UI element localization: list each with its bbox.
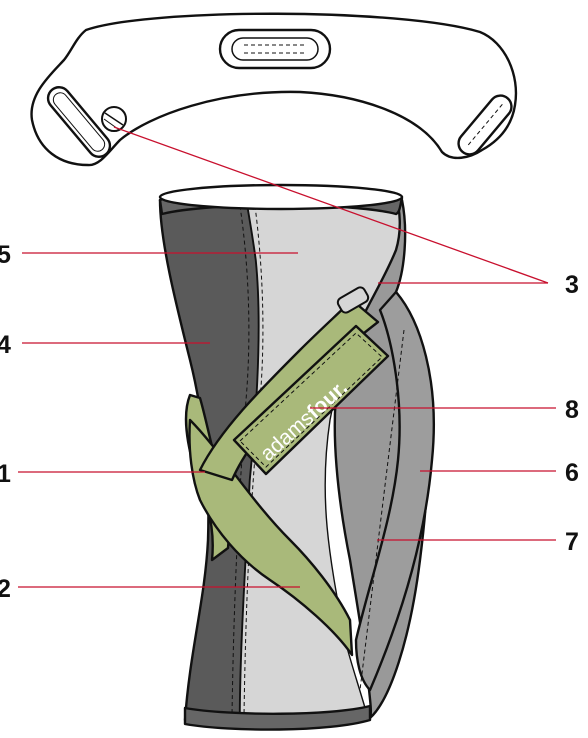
callout-1: 1 bbox=[0, 460, 11, 488]
callout-2: 2 bbox=[0, 575, 11, 603]
bottom-cuff bbox=[183, 704, 372, 731]
callout-8: 8 bbox=[565, 396, 579, 424]
callout-3: 3 bbox=[565, 271, 579, 299]
callout-6: 6 bbox=[565, 459, 579, 487]
callout-4: 4 bbox=[0, 331, 11, 359]
callout-7: 7 bbox=[565, 528, 579, 556]
top-strap-piece bbox=[30, 12, 518, 167]
leader-3a bbox=[113, 126, 549, 284]
sleeve-rear-wrap bbox=[354, 290, 435, 692]
callout-5: 5 bbox=[0, 241, 11, 269]
leader-lines bbox=[18, 126, 556, 588]
callout-numbers: 5 4 1 2 3 8 6 7 bbox=[0, 241, 579, 603]
